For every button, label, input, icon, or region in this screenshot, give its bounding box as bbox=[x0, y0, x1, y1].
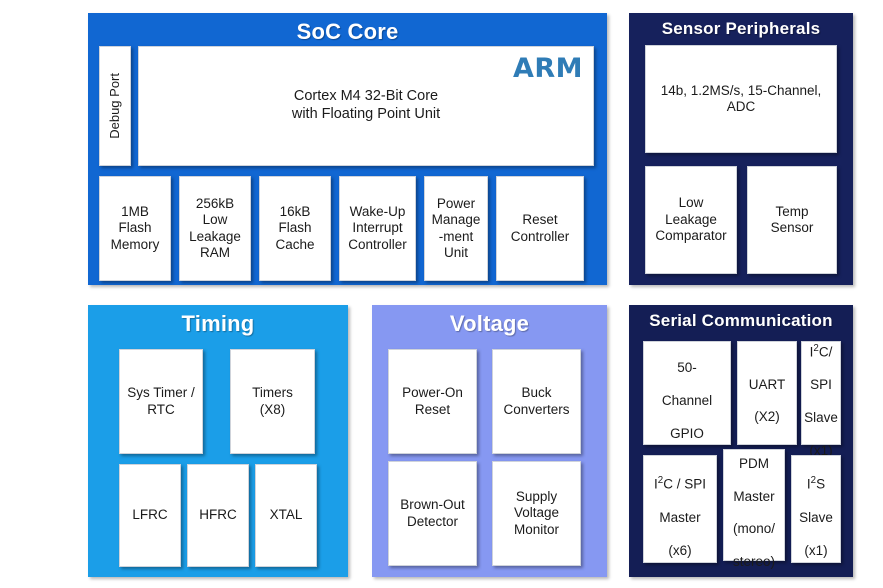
block-label-gpio-line3: GPIO bbox=[670, 425, 704, 441]
block-low-leakage-comparator: Low Leakage Comparator bbox=[645, 166, 737, 274]
block-adc: 14b, 1.2MS/s, 15-Channel, ADC bbox=[645, 45, 837, 153]
block-label-i2s-slave-post: S bbox=[816, 476, 826, 492]
block-debug-port: Debug Port bbox=[99, 46, 131, 166]
block-label-debug-port: Debug Port bbox=[107, 73, 123, 139]
block-power-management-unit: Power Manage -ment Unit bbox=[424, 176, 488, 281]
block-brown-out-detector: Brown-Out Detector bbox=[388, 461, 477, 566]
block-i2c-spi-slave: I2C/ SPI Slave (x1) bbox=[801, 341, 841, 458]
block-label-i2c-spi-slave-line3: Slave bbox=[804, 410, 838, 426]
block-label-gpio-line2: Channel bbox=[661, 393, 713, 408]
block-label-uart-line1: UART bbox=[748, 376, 786, 392]
panel-title-voltage: Voltage bbox=[449, 311, 530, 336]
block-sys-timer-rtc: Sys Timer / RTC bbox=[119, 349, 203, 454]
block-label-pdm-line3: (mono/ bbox=[732, 521, 776, 537]
panel-voltage: Voltage Power-On Reset Buck Converters B… bbox=[372, 305, 607, 577]
block-label-i2c-spi-slave-line2: SPI bbox=[810, 377, 832, 393]
block-flash-cache: 16kB Flash Cache bbox=[259, 176, 331, 281]
block-low-leakage-ram: 256kB Low Leakage RAM bbox=[179, 176, 251, 281]
block-i2c-spi-master: I2C / SPI Master (x6) bbox=[643, 455, 717, 563]
arm-logo: ARM bbox=[512, 53, 583, 84]
block-supply-voltage-monitor: Supply Voltage Monitor bbox=[492, 461, 581, 566]
panel-title-soc-core: SoC Core bbox=[296, 19, 399, 44]
block-wake-up-interrupt-controller: Wake-Up Interrupt Controller bbox=[339, 176, 416, 281]
block-label-i2c-spi-master-line3: (x6) bbox=[668, 542, 692, 558]
block-flash-memory: 1MB Flash Memory bbox=[99, 176, 171, 281]
block-label-i2c-spi-slave-post: C/ bbox=[818, 344, 833, 360]
panel-title-timing: Timing bbox=[181, 311, 255, 336]
block-reset-controller: Reset Controller bbox=[496, 176, 584, 281]
block-uart: UART (X2) bbox=[737, 341, 797, 445]
block-label-gpio-line1: 50- bbox=[677, 360, 697, 376]
block-label-pdm-line4: stereo) bbox=[732, 554, 776, 570]
block-timers: Timers (X8) bbox=[230, 349, 315, 454]
block-lfrc: LFRC bbox=[119, 464, 181, 567]
panel-sensor-peripherals: Sensor Peripherals 14b, 1.2MS/s, 15-Chan… bbox=[629, 13, 853, 285]
block-label-i2c-spi-master-pre: I bbox=[654, 476, 658, 492]
block-label-i2c-spi-master-post: C / SPI bbox=[663, 476, 706, 492]
block-hfrc: HFRC bbox=[187, 464, 249, 567]
block-label-uart-line2: (X2) bbox=[754, 409, 780, 425]
block-i2s-slave: I2S Slave (x1) bbox=[791, 455, 841, 563]
panel-timing: Timing Sys Timer / RTC Timers (X8) LFRC … bbox=[88, 305, 348, 577]
block-gpio: 50- Channel GPIO bbox=[643, 341, 731, 445]
block-label-cortex-m4-core: Cortex M4 32-Bit Core with Floating Poin… bbox=[291, 88, 441, 122]
block-buck-converters: Buck Converters bbox=[492, 349, 581, 454]
block-label-pdm-line1: PDM bbox=[739, 455, 769, 471]
block-temp-sensor: Temp Sensor bbox=[747, 166, 837, 274]
block-label-pdm-line2: Master bbox=[733, 488, 775, 504]
panel-title-sensor-peripherals: Sensor Peripherals bbox=[661, 19, 821, 38]
panel-title-serial-communication: Serial Communication bbox=[649, 311, 833, 330]
block-pdm-master: PDM Master (mono/ stereo) bbox=[723, 449, 785, 569]
block-label-i2s-slave-pre: I bbox=[806, 476, 811, 492]
block-cortex-m4-core: Cortex M4 32-Bit Core with Floating Poin… bbox=[138, 46, 594, 166]
block-label-i2c-spi-slave-sup: 2 bbox=[813, 342, 819, 354]
block-label-i2c-spi-master-line2: Master bbox=[659, 509, 701, 525]
panel-soc-core: SoC Core Debug Port Cortex M4 32-Bit Cor… bbox=[88, 13, 607, 285]
block-xtal: XTAL bbox=[255, 464, 317, 567]
block-label-i2c-spi-slave-line4: (x1) bbox=[809, 443, 833, 459]
block-power-on-reset: Power-On Reset bbox=[388, 349, 477, 454]
block-label-i2s-slave-line2: Slave bbox=[799, 509, 833, 525]
block-label-i2c-spi-master-sup: 2 bbox=[657, 475, 664, 487]
panel-serial-communication: Serial Communication 50- Channel GPIO UA… bbox=[629, 305, 853, 577]
block-label-i2c-spi-slave-pre: I bbox=[809, 344, 814, 360]
block-label-i2s-slave-sup: 2 bbox=[810, 475, 817, 487]
block-label-i2s-slave-line3: (x1) bbox=[804, 542, 828, 558]
